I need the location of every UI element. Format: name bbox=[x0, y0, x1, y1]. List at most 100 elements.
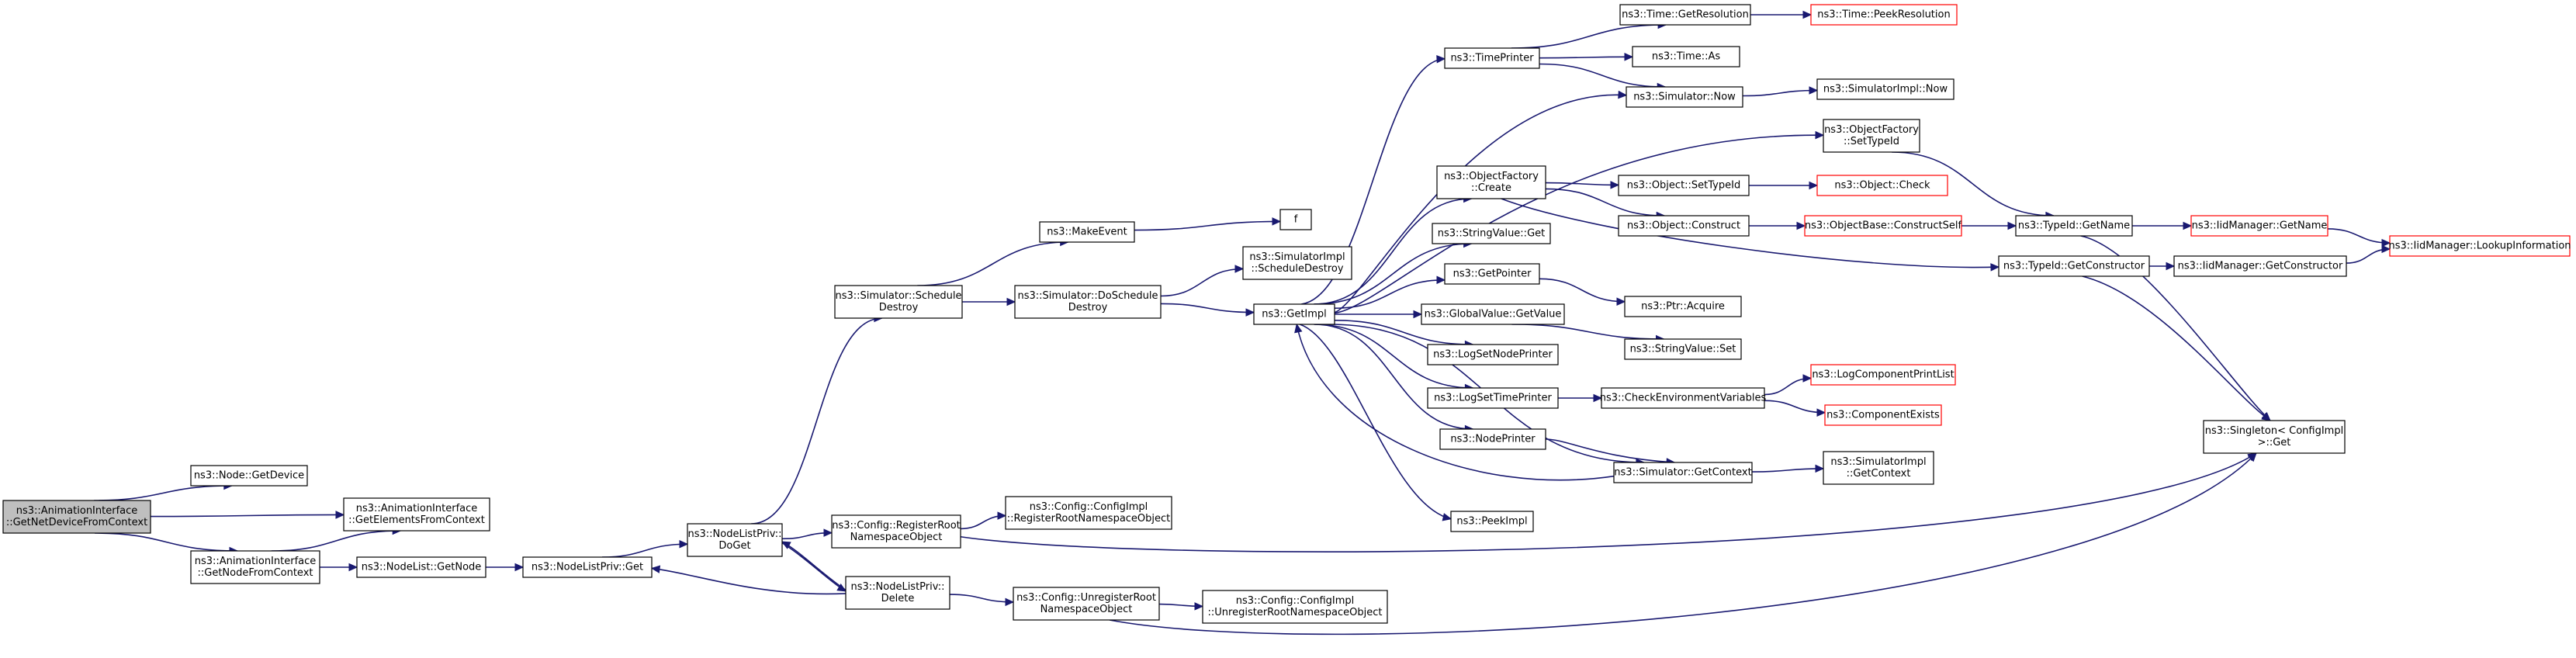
node-box bbox=[1601, 387, 1765, 409]
edge-typeidGetCtor-to-singletonGet bbox=[2082, 275, 2271, 421]
node-box bbox=[845, 576, 950, 610]
node-box bbox=[2173, 255, 2347, 277]
node-label: ns3::Singleton< ConfigImpl bbox=[2205, 425, 2343, 437]
node-simImplGetContext[interactable]: ns3::SimulatorImpl::GetContext bbox=[1823, 451, 1934, 485]
node-schedDestroy[interactable]: ns3::Simulator::ScheduleDestroy bbox=[834, 285, 963, 319]
arrowhead-cfgRegister-to-cfgImplRegister bbox=[997, 511, 1007, 520]
node-peekimpl[interactable]: ns3::PeekImpl bbox=[1450, 511, 1534, 532]
arrowhead-checkEnv-to-logCompPrintList bbox=[1802, 374, 1813, 383]
arrowhead-objfactCreate-to-typeidGetCtor bbox=[1990, 263, 2000, 272]
node-compExists[interactable]: ns3::ComponentExists bbox=[1824, 404, 1942, 426]
arrowhead-nlpget-to-nlpdoget bbox=[679, 539, 689, 549]
node-iidGetName[interactable]: ns3::IidManager::GetName bbox=[2190, 215, 2328, 237]
node-cfgImplRegister[interactable]: ns3::Config::ConfigImpl::RegisterRootNam… bbox=[1005, 496, 1172, 530]
node-objfactCreate[interactable]: ns3::ObjectFactory::Create bbox=[1436, 165, 1546, 199]
node-simNow[interactable]: ns3::Simulator::Now bbox=[1626, 86, 1743, 108]
node-simGetContext[interactable]: ns3::Simulator::GetContext bbox=[1613, 462, 1753, 483]
node-nodelistgetnode[interactable]: ns3::NodeList::GetNode bbox=[356, 556, 486, 578]
node-label: ns3::AnimationInterface bbox=[16, 505, 138, 517]
arrowhead-iidGetCtor-to-iidLookup bbox=[2381, 244, 2391, 254]
node-strvalSet[interactable]: ns3::StringValue::Set bbox=[1624, 338, 1742, 360]
node-getimpl[interactable]: ns3::GetImpl bbox=[1253, 303, 1335, 325]
node-logCompPrintList[interactable]: ns3::LogComponentPrintList bbox=[1810, 364, 1956, 386]
node-getdevice[interactable]: ns3::Node::GetDevice bbox=[190, 465, 308, 487]
node-timeAs[interactable]: ns3::Time::As bbox=[1632, 46, 1740, 68]
node-label: ns3::Object::Construct bbox=[1627, 220, 1740, 232]
edge-getimpl-to-strvalget bbox=[1314, 243, 1472, 305]
node-cfgImplUnregister[interactable]: ns3::Config::ConfigImpl::UnregisterRootN… bbox=[1202, 590, 1388, 624]
arrowhead-getimpl-to-getpointer bbox=[1436, 275, 1446, 285]
node-cfgUnregister[interactable]: ns3::Config::UnregisterRootNamespaceObje… bbox=[1013, 587, 1160, 621]
node-iidGetCtor[interactable]: ns3::IidManager::GetConstructor bbox=[2173, 255, 2347, 277]
node-checkEnv[interactable]: ns3::CheckEnvironmentVariables bbox=[1600, 387, 1767, 409]
node-label: ns3::Node::GetDevice bbox=[194, 470, 304, 482]
node-label: ns3::Time::PeekResolution bbox=[1817, 9, 1950, 21]
node-strvalget[interactable]: ns3::StringValue::Get bbox=[1432, 223, 1551, 244]
node-objfactSetTypeId[interactable]: ns3::ObjectFactory::SetTypeId bbox=[1823, 119, 1920, 153]
edge-timeprinter-to-timeGetRes bbox=[1511, 24, 1667, 49]
node-nlpdoget[interactable]: ns3::NodeListPriv::DoGet bbox=[687, 523, 783, 557]
node-getpointer[interactable]: ns3::GetPointer bbox=[1444, 263, 1540, 285]
node-box bbox=[831, 514, 961, 549]
edge-nlpdoget-to-nlpdelete bbox=[781, 542, 847, 592]
node-label: DoGet bbox=[718, 540, 750, 552]
node-timeprinter[interactable]: ns3::TimePrinter bbox=[1444, 47, 1540, 69]
node-box bbox=[1253, 303, 1335, 325]
node-label: ::RegisterRootNamespaceObject bbox=[1007, 513, 1171, 525]
node-logsettimeprinter[interactable]: ns3::LogSetTimePrinter bbox=[1427, 387, 1559, 409]
node-objbaseConstructSelf[interactable]: ns3::ObjectBase::ConstructSelf bbox=[1804, 215, 1962, 237]
node-box bbox=[1632, 46, 1740, 68]
node-objSetTypeId[interactable]: ns3::Object::SetTypeId bbox=[1618, 175, 1750, 196]
node-timeGetRes[interactable]: ns3::Time::GetResolution bbox=[1619, 4, 1751, 26]
edge-simGetContext-to-getimpl bbox=[1296, 324, 1615, 481]
node-box bbox=[522, 556, 653, 578]
node-label: ::UnregisterRootNamespaceObject bbox=[1208, 607, 1383, 618]
node-singletonGet[interactable]: ns3::Singleton< ConfigImpl >::Get bbox=[2203, 420, 2346, 454]
node-simImplSchedDestroy[interactable]: ns3::SimulatorImpl::ScheduleDestroy bbox=[1242, 246, 1352, 280]
edge-cfgUnregister-to-singletonGet bbox=[1109, 452, 2257, 635]
node-timePeekRes[interactable]: ns3::Time::PeekResolution bbox=[1810, 4, 1958, 26]
node-makeevent[interactable]: ns3::MakeEvent bbox=[1039, 221, 1135, 243]
node-globalvalget[interactable]: ns3::GlobalValue::GetValue bbox=[1421, 303, 1565, 325]
edge-nlpdoget-to-schedDestroy bbox=[751, 317, 882, 525]
node-box bbox=[1202, 590, 1388, 624]
node-cfgRegister[interactable]: ns3::Config::RegisterRootNamespaceObject bbox=[831, 514, 961, 549]
edge-nlpdelete-to-nlpget bbox=[651, 567, 847, 595]
node-logsetnodeprinter[interactable]: ns3::LogSetNodePrinter bbox=[1427, 344, 1559, 365]
node-objCheck[interactable]: ns3::Object::Check bbox=[1816, 175, 1948, 196]
node-simImplNow[interactable]: ns3::SimulatorImpl::Now bbox=[1816, 78, 1955, 100]
node-label: ::GetContext bbox=[1847, 468, 1911, 480]
edge-nlpget-to-nlpdoget bbox=[601, 543, 688, 558]
node-typeidGetCtor[interactable]: ns3::TypeId::GetConstructor bbox=[1998, 255, 2150, 277]
node-box bbox=[1810, 364, 1956, 386]
node-nlpget[interactable]: ns3::NodeListPriv::Get bbox=[522, 556, 653, 578]
edge-typeidGetName-to-singletonGet bbox=[2080, 235, 2271, 421]
node-label: Destroy bbox=[879, 302, 919, 313]
arrowhead-objfactCreate-to-objSetTypeId bbox=[1610, 181, 1620, 189]
node-ptrAcquire[interactable]: ns3::Ptr::Acquire bbox=[1624, 296, 1742, 317]
node-label: ns3::NodeListPriv:: bbox=[687, 528, 781, 540]
node-getelements[interactable]: ns3::AnimationInterface::GetElementsFrom… bbox=[343, 497, 490, 532]
arrowhead-nlpdelete-to-nlpdoget bbox=[781, 541, 791, 549]
node-iidLookup[interactable]: ns3::IidManager::LookupInformation bbox=[2388, 235, 2571, 257]
node-label: ::Create bbox=[1471, 182, 1511, 194]
edge-getnodefromctx-to-getelements bbox=[271, 530, 401, 552]
node-objConstruct[interactable]: ns3::Object::Construct bbox=[1618, 215, 1750, 237]
edge-checkEnv-to-compExists bbox=[1764, 400, 1826, 414]
node-box bbox=[1624, 338, 1742, 360]
node-getnodefromctx[interactable]: ns3::AnimationInterface::GetNodeFromCont… bbox=[190, 550, 320, 584]
node-f[interactable]: f bbox=[1279, 209, 1312, 230]
node-box bbox=[1998, 255, 2150, 277]
node-root[interactable]: ns3::AnimationInterface::GetNetDeviceFro… bbox=[2, 500, 151, 534]
node-label: ns3::MakeEvent bbox=[1047, 227, 1127, 238]
node-typeidGetName[interactable]: ns3::TypeId::GetName bbox=[2015, 215, 2133, 237]
node-label: ns3::GetPointer bbox=[1453, 268, 1532, 280]
node-nodeprinter[interactable]: ns3::NodePrinter bbox=[1439, 428, 1546, 450]
node-nlpdelete[interactable]: ns3::NodeListPriv::Delete bbox=[845, 576, 950, 610]
edge-getimpl-to-objfactSetTypeId bbox=[1334, 134, 1824, 314]
node-box bbox=[1242, 246, 1352, 280]
node-box bbox=[2203, 420, 2346, 454]
node-label: NamespaceObject bbox=[1040, 604, 1133, 615]
edge-getpointer-to-ptrAcquire bbox=[1539, 278, 1626, 303]
